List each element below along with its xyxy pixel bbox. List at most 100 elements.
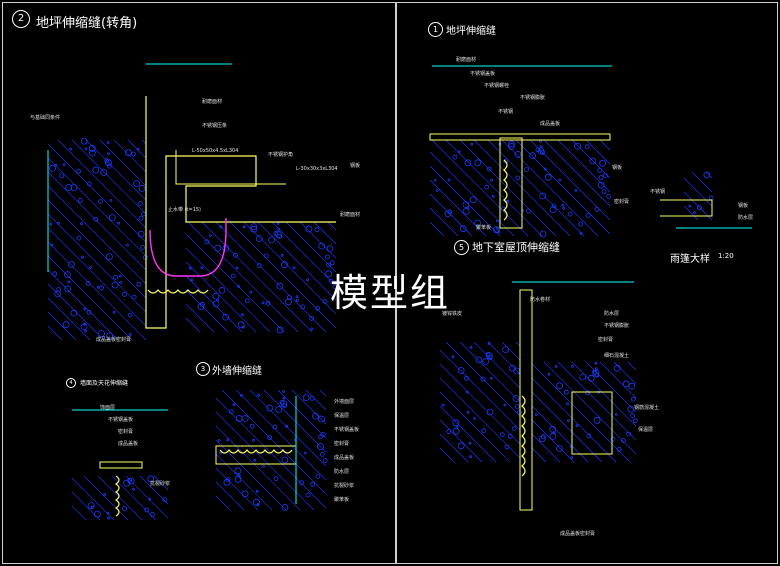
detail-2-joint-outline bbox=[145, 96, 336, 329]
hatch-aggregate bbox=[469, 455, 473, 459]
detail-1-filler bbox=[503, 159, 508, 221]
hatch-aggregate bbox=[235, 266, 239, 270]
detail-5-label: 镀锌铁皮 bbox=[442, 311, 463, 317]
hatch-aggregate bbox=[237, 285, 241, 288]
hatch-aggregate bbox=[503, 158, 509, 164]
hatch-aggregate bbox=[444, 210, 452, 218]
canopy-detail-title: 雨篷大样 bbox=[670, 254, 710, 265]
hatch-aggregate bbox=[76, 235, 82, 241]
hatch-aggregate bbox=[273, 476, 279, 482]
hatch-line bbox=[47, 255, 133, 341]
hatch-aggregate bbox=[250, 223, 258, 231]
hatch-aggregate bbox=[578, 221, 584, 227]
hatch-aggregate bbox=[561, 203, 565, 207]
hatch-aggregate bbox=[244, 298, 250, 304]
hatch-aggregate bbox=[310, 481, 316, 487]
hatch-line bbox=[187, 221, 299, 333]
detail-2-label: 耐磨面材 bbox=[340, 212, 361, 218]
hatch-aggregate bbox=[435, 189, 439, 192]
hatch-aggregate bbox=[122, 506, 127, 511]
detail-5-joint-gap bbox=[519, 289, 533, 511]
detail-number-circle: 3 bbox=[196, 362, 210, 376]
hatch-line bbox=[235, 389, 327, 481]
hatch-line bbox=[683, 177, 713, 207]
hatch-aggregate bbox=[292, 266, 296, 270]
hatch-line bbox=[71, 505, 87, 521]
hatch-aggregate bbox=[112, 310, 116, 314]
hatch-aggregate bbox=[261, 301, 265, 305]
hatch-aggregate bbox=[137, 230, 145, 238]
detail-4-label: 密封膏 bbox=[118, 429, 134, 435]
hatch-line bbox=[47, 311, 77, 341]
hatch-aggregate bbox=[481, 428, 487, 434]
detail-5-wall-hatch bbox=[440, 342, 520, 462]
hatch-line bbox=[439, 433, 469, 463]
hatch-aggregate bbox=[319, 451, 325, 457]
hatch-aggregate bbox=[452, 154, 458, 160]
hatch-aggregate bbox=[285, 424, 288, 428]
hatch-line bbox=[271, 221, 337, 287]
hatch-aggregate bbox=[96, 285, 100, 289]
hatch-aggregate bbox=[549, 206, 557, 214]
hatch-aggregate bbox=[610, 436, 616, 442]
hatch-aggregate bbox=[585, 212, 591, 218]
hatch-aggregate bbox=[230, 273, 236, 279]
hatch-aggregate bbox=[579, 231, 583, 235]
hatch-line bbox=[263, 389, 327, 453]
detail-2-label: 钢板 bbox=[350, 163, 361, 169]
hatch-line bbox=[557, 361, 637, 441]
hatch-aggregate bbox=[137, 201, 143, 207]
hatch-aggregate bbox=[693, 211, 696, 214]
hatch-aggregate bbox=[320, 432, 326, 437]
hatch-line bbox=[243, 221, 337, 315]
hatch-line bbox=[141, 139, 147, 145]
hatch-aggregate bbox=[214, 244, 222, 252]
hatch-aggregate bbox=[222, 313, 230, 321]
hatch-aggregate bbox=[190, 278, 194, 282]
hatch-line bbox=[501, 341, 521, 361]
hatch-aggregate bbox=[108, 214, 116, 222]
detail-3-number: 3 bbox=[200, 365, 206, 373]
hatch-line bbox=[257, 221, 337, 301]
hatch-aggregate bbox=[138, 215, 144, 221]
hatch-aggregate bbox=[315, 474, 321, 480]
hatch-aggregate bbox=[524, 167, 529, 173]
hatch-line bbox=[215, 221, 327, 333]
hatch-line bbox=[215, 439, 287, 511]
hatch-line bbox=[215, 453, 273, 511]
hatch-aggregate bbox=[585, 390, 591, 396]
hatch-line bbox=[291, 389, 327, 425]
hatch-aggregate bbox=[549, 432, 557, 440]
hatch-aggregate bbox=[267, 435, 273, 440]
detail-5-insulation-block bbox=[571, 391, 613, 455]
hatch-line bbox=[531, 405, 589, 463]
hatch-aggregate bbox=[103, 492, 107, 496]
detail-2-waterstop bbox=[149, 218, 227, 277]
hatch-aggregate bbox=[540, 150, 545, 155]
hatch-line bbox=[215, 495, 231, 511]
hatch-aggregate bbox=[462, 207, 470, 215]
hatch-aggregate bbox=[503, 403, 507, 407]
hatch-aggregate bbox=[597, 181, 605, 189]
hatch-aggregate bbox=[77, 198, 83, 203]
hatch-line bbox=[439, 391, 511, 463]
hatch-aggregate bbox=[507, 140, 515, 148]
hatch-line bbox=[599, 361, 637, 399]
detail-3-wall-hatch bbox=[216, 390, 326, 510]
hatch-aggregate bbox=[496, 219, 499, 223]
hatch-aggregate bbox=[262, 465, 265, 468]
hatch-aggregate bbox=[142, 255, 148, 260]
hatch-aggregate bbox=[232, 252, 238, 258]
hatch-aggregate bbox=[85, 281, 91, 286]
hatch-aggregate bbox=[279, 399, 285, 405]
detail-2-label: 与基础同条件 bbox=[30, 115, 61, 121]
hatch-aggregate bbox=[688, 204, 692, 208]
detail-4-cover-plate bbox=[99, 461, 143, 469]
detail-4-title: 墙面及天花伸缩缝 bbox=[80, 380, 129, 387]
hatch-aggregate bbox=[305, 492, 311, 498]
hatch-line bbox=[185, 261, 257, 333]
hatch-aggregate bbox=[551, 203, 557, 209]
detail-2-number: 2 bbox=[17, 13, 25, 24]
detail-3-title: 外墙伸缩缝 bbox=[212, 366, 262, 377]
detail-3-label: 抗裂砂浆 bbox=[334, 483, 355, 489]
